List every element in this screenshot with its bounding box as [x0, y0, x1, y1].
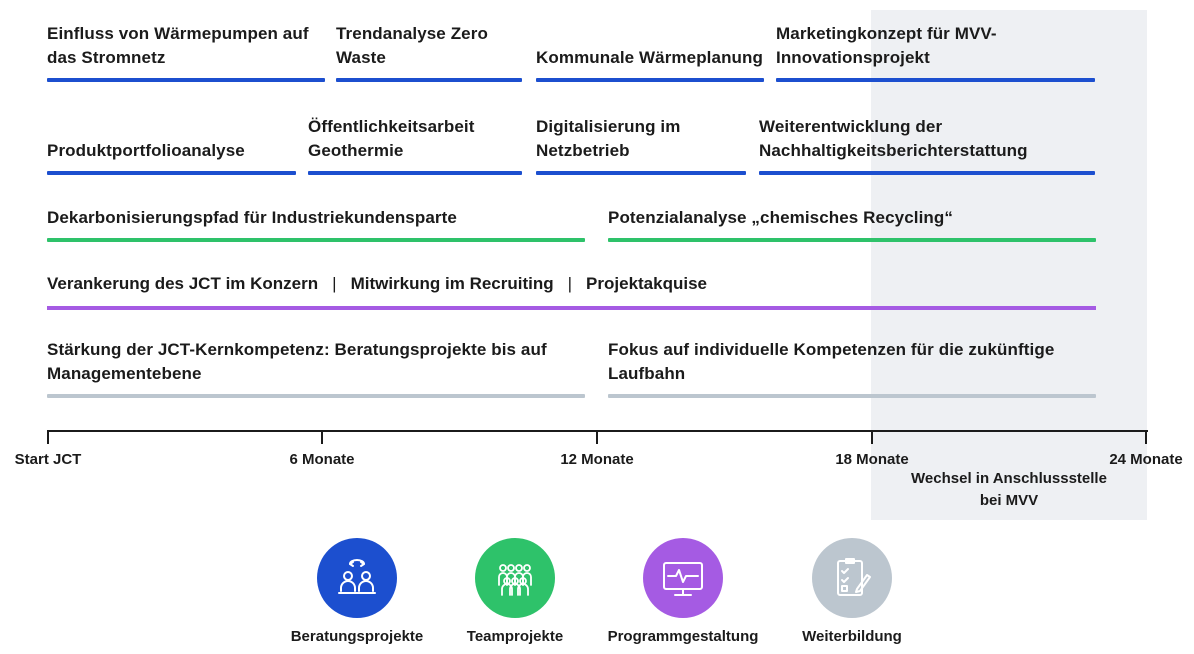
project-label: Digitalisierung im Netzbetrieb	[536, 117, 681, 160]
transition-note: Wechsel in Anschlussstelle bei MVV	[911, 470, 1107, 509]
program-item-label: Verankerung des JCT im Konzern	[47, 274, 319, 293]
program-labels: Verankerung des JCT im Konzern | Mitwirkun…	[47, 274, 707, 294]
project-netzbetrieb: Digitalisierung im Netzbetrieb	[536, 115, 746, 175]
program-bar	[47, 306, 1096, 310]
legend-label: Weiterbildung	[802, 628, 902, 645]
separator: |	[332, 274, 337, 293]
project-label: Kommunale Wärmeplanung	[536, 48, 764, 67]
project-bar	[336, 78, 522, 82]
project-bar	[47, 171, 296, 175]
axis-tick	[596, 430, 598, 444]
project-label: Öffentlichkeitsarbeit Geothermie	[308, 117, 475, 160]
legend-circle	[317, 538, 397, 618]
separator: |	[567, 274, 573, 293]
project-label: Potenzialanalyse „chemisches Recycling“	[608, 208, 953, 227]
project-chemisches-recycling: Potenzialanalyse „chemisches Recycling“	[608, 200, 1096, 242]
project-bar	[308, 171, 522, 175]
legend-circle	[812, 538, 892, 618]
project-bar	[776, 78, 1095, 82]
axis-tick	[321, 430, 323, 444]
checklist-icon	[837, 558, 871, 596]
project-zero-waste: Trendanalyse Zero Waste	[336, 22, 522, 82]
legend-circle	[475, 538, 555, 618]
project-bar	[47, 78, 325, 82]
project-bar	[608, 394, 1096, 398]
program-item-label: Projektakquise	[586, 274, 707, 293]
program-row: Verankerung des JCT im Konzern | Mitwirkun…	[47, 270, 1096, 310]
legend-label: Beratungsprojekte	[290, 628, 424, 645]
project-bar	[608, 238, 1096, 242]
project-label: Produktportfolioanalyse	[47, 141, 245, 160]
project-produktportfolio: Produktportfolioanalyse	[47, 115, 296, 175]
axis-tick	[47, 430, 49, 444]
legend-consulting: Beratungsprojekte	[272, 538, 442, 645]
project-label: Trendanalyse Zero Waste	[336, 24, 488, 67]
consulting-icon	[338, 559, 376, 594]
project-individuelle-kompetenzen: Fokus auf individuelle Kompetenzen für d…	[608, 340, 1096, 398]
project-label: Fokus auf individuelle Kompetenzen für d…	[608, 340, 1055, 383]
post-program-shaded-area	[871, 10, 1147, 520]
project-bar	[536, 171, 746, 175]
legend-label: Programmgestaltung	[607, 628, 759, 645]
axis-tick	[871, 430, 873, 444]
project-kernkompetenz: Stärkung der JCT-Kernkompetenz: Beratung…	[47, 340, 585, 398]
tick-label: 6 Monate	[289, 451, 355, 468]
project-bar	[47, 238, 585, 242]
project-bar	[759, 171, 1095, 175]
project-label: Dekarbonisierungspfad für Industriekunde…	[47, 208, 457, 227]
project-bar	[536, 78, 764, 82]
project-dekarbonisierung: Dekarbonisierungspfad für Industriekunde…	[47, 200, 585, 242]
tick-label: 18 Monate	[835, 451, 909, 468]
axis-tick	[1145, 430, 1147, 444]
project-label: Weiterentwicklung der Nachhaltigkeitsber…	[759, 117, 1028, 160]
tick-label: Start JCT	[14, 451, 82, 468]
monitor-icon	[663, 562, 703, 596]
tick-label: 12 Monate	[560, 451, 634, 468]
project-waermeplanung: Kommunale Wärmeplanung	[536, 22, 764, 82]
legend-training: Weiterbildung	[767, 538, 937, 645]
project-label: Stärkung der JCT-Kernkompetenz: Beratung…	[47, 340, 547, 383]
legend-team: Teamprojekte	[430, 538, 600, 645]
project-geothermie: Öffentlichkeitsarbeit Geothermie	[308, 115, 522, 175]
project-label: Einfluss von Wärmepumpen auf das Stromne…	[47, 24, 309, 67]
legend-circle	[643, 538, 723, 618]
program-item-label: Mitwirkung im Recruiting	[350, 274, 554, 293]
tick-label: 24 Monate	[1109, 451, 1183, 468]
project-warmepumpen: Einfluss von Wärmepumpen auf das Stromne…	[47, 22, 325, 82]
project-label: Marketingkonzept für MVV-Innovationsproj…	[776, 24, 997, 67]
legend-label: Teamprojekte	[466, 628, 564, 645]
project-nachhaltigkeitsbericht: Weiterentwicklung der Nachhaltigkeitsber…	[759, 115, 1095, 175]
project-bar	[47, 394, 585, 398]
project-marketingkonzept: Marketingkonzept für MVV-Innovationsproj…	[776, 22, 1095, 82]
team-icon	[498, 564, 532, 596]
legend-program: Programmgestaltung	[598, 538, 768, 645]
